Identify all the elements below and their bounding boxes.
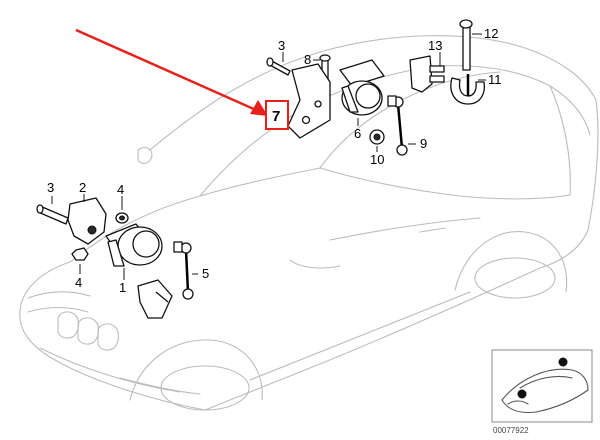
bolt-3-top [266,57,291,76]
link-rod-9[interactable] [387,95,408,156]
callout-4-top: 4 [117,182,124,197]
callouts: 3 8 13 12 11 6 9 10 3 2 4 4 1 5 [47,26,502,295]
callout-11: 11 [488,72,502,87]
reference-number: 00077922 [493,426,529,435]
callout-2: 2 [79,180,86,195]
callout-12: 12 [484,26,498,41]
callout-8: 8 [304,52,311,67]
callout-7: 7 [272,108,280,125]
bolt-12 [459,19,473,71]
callout-6: 6 [354,126,361,141]
highlight-arrow [75,28,268,116]
kidney-grille [57,311,120,351]
nut-4-top [115,212,129,224]
nut-4-bottom [71,247,89,261]
callout-4-bottom: 4 [75,275,82,290]
locator-dot-rear [558,357,568,367]
bracket-2[interactable] [67,197,107,245]
bushing-10 [369,129,385,145]
callout-1: 1 [119,280,126,295]
callout-3-left: 3 [47,180,54,195]
link-rod-5[interactable] [173,241,194,300]
height-sensor-1[interactable] [105,223,163,267]
callout-5: 5 [202,266,209,281]
bracket-13[interactable] [409,55,445,93]
height-sensor-6[interactable] [339,59,385,116]
bolt-3-left [36,204,69,225]
locator-dot-front [517,389,527,399]
callout-9: 9 [420,136,427,151]
callout-10: 10 [370,152,384,167]
callout-13: 13 [428,38,442,53]
callout-7-highlight[interactable]: 7 [265,100,289,130]
clamp-11[interactable] [450,74,486,105]
bracket-7[interactable] [287,63,331,139]
callout-3-top: 3 [278,38,285,53]
mount-bracket-front [137,279,173,319]
leader-lines [51,33,486,280]
locator-inset [491,349,593,423]
